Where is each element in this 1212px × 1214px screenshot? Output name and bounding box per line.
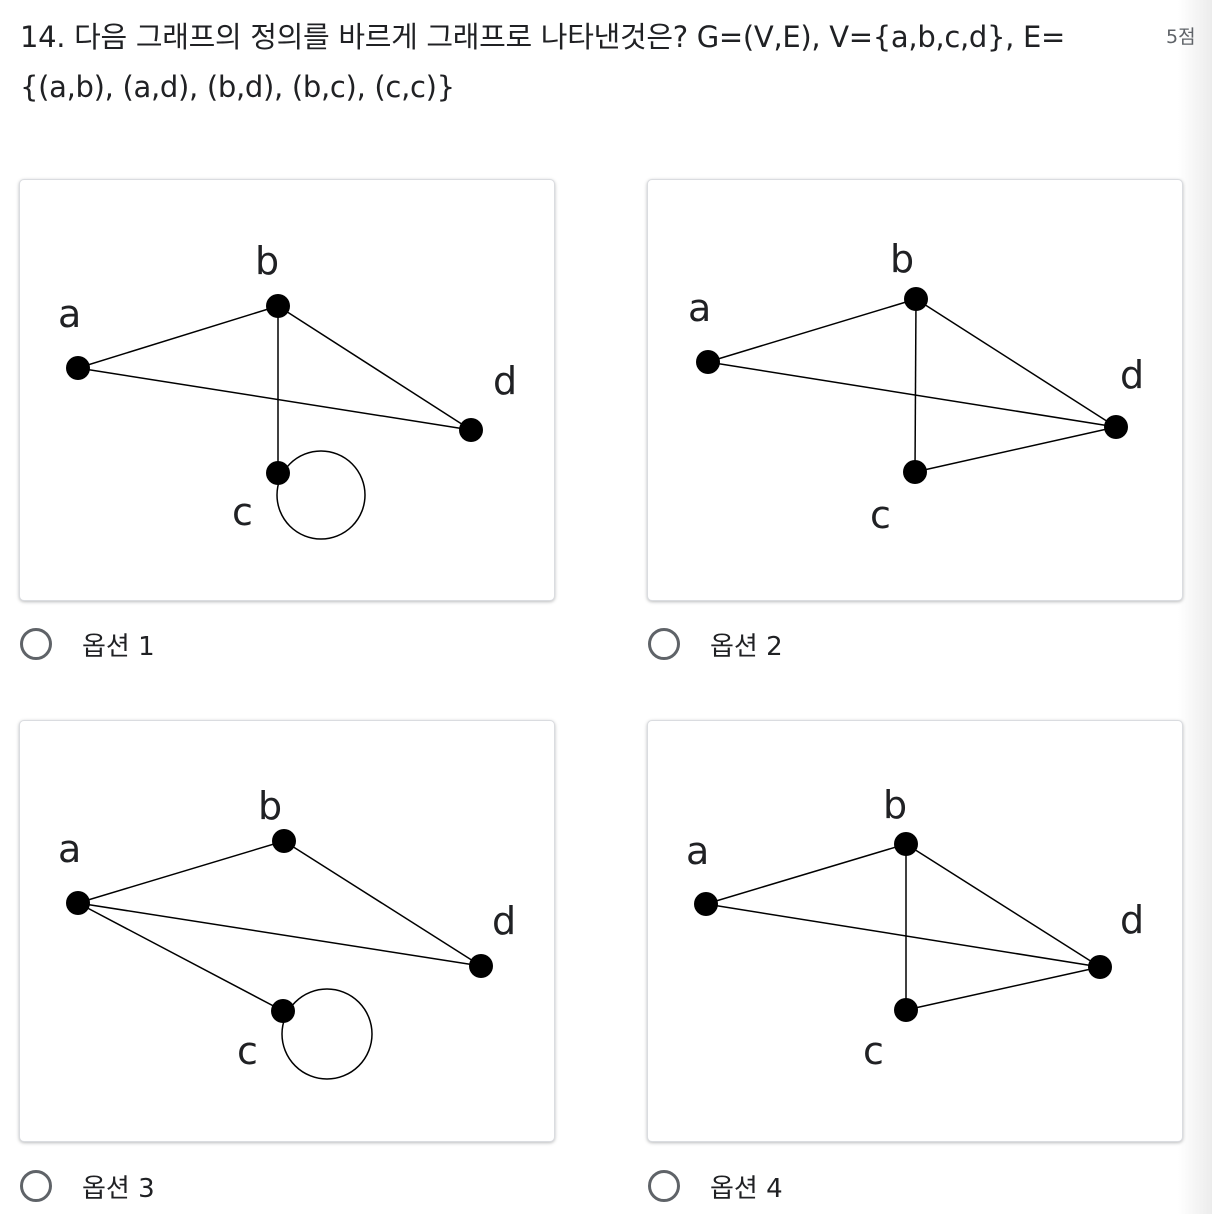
vertex-d — [459, 418, 483, 442]
option-3-label: 옵션 3 — [82, 1173, 155, 1204]
vertex-label-c: c — [232, 490, 253, 534]
vertex-b — [272, 829, 296, 853]
edge-a-d — [77, 902, 482, 967]
edge-c-c-loop — [281, 988, 373, 1080]
vertex-label-a: a — [58, 292, 81, 336]
edge-a-d — [77, 367, 472, 431]
option-1-choice[interactable]: 옵션 1 — [20, 622, 155, 666]
vertex-label-b: b — [255, 239, 279, 283]
option-4-graph: a b c d — [686, 783, 1144, 1073]
edge-a-d — [705, 903, 1101, 968]
option-1-graph: a b c d — [58, 239, 517, 540]
option-2-label: 옵션 2 — [710, 631, 783, 662]
vertex-label-d: d — [1120, 353, 1144, 397]
vertex-c — [894, 998, 918, 1022]
edge-c-d — [905, 966, 1101, 1011]
option-4-image-card[interactable]: a b c d — [647, 720, 1183, 1142]
option-3-graph: a b c d — [58, 784, 516, 1080]
edge-c-d — [914, 426, 1117, 473]
edge-b-d — [915, 298, 1117, 428]
vertex-a — [694, 892, 718, 916]
option-1-radio[interactable] — [20, 628, 52, 660]
vertex-c — [271, 999, 295, 1023]
option-2-image-card[interactable]: a b c d — [647, 179, 1183, 601]
question-title: 14. 다음 그래프의 정의를 바르게 그래프로 나타낸것은? G=(V,E),… — [20, 20, 1066, 104]
vertex-b — [894, 832, 918, 856]
vertex-c — [266, 461, 290, 485]
vertex-label-a: a — [688, 286, 711, 330]
edge-a-b — [77, 305, 279, 369]
edge-a-b — [77, 840, 285, 904]
edge-b-d — [283, 840, 482, 967]
option-2-choice[interactable]: 옵션 2 — [648, 622, 783, 666]
option-1-label: 옵션 1 — [82, 631, 155, 662]
vertex-d — [1088, 955, 1112, 979]
edge-b-c — [914, 298, 917, 473]
vertex-d — [469, 954, 493, 978]
edge-a-d — [707, 361, 1117, 428]
vertex-label-d: d — [493, 359, 517, 403]
option-2-graph: a b c d — [688, 237, 1144, 537]
question-points: 5점 — [1166, 26, 1196, 48]
edge-b-d — [277, 305, 472, 431]
edge-a-b — [705, 843, 907, 905]
vertex-label-d: d — [492, 899, 516, 943]
vertex-a — [66, 356, 90, 380]
edge-a-b — [707, 298, 917, 363]
vertex-a — [66, 891, 90, 915]
edge-c-c-loop — [276, 450, 366, 540]
vertex-label-b: b — [883, 783, 907, 827]
vertex-d — [1104, 415, 1128, 439]
vertex-label-d: d — [1120, 898, 1144, 942]
scroll-edge-shade — [1178, 0, 1212, 1214]
vertex-label-c: c — [870, 493, 891, 537]
vertex-label-b: b — [258, 784, 282, 828]
edge-a-c — [77, 902, 284, 1012]
vertex-label-a: a — [686, 829, 709, 873]
vertex-b — [266, 294, 290, 318]
option-4-choice[interactable]: 옵션 4 — [648, 1164, 783, 1208]
option-1-image-card[interactable]: a b c d — [19, 179, 555, 601]
vertex-label-c: c — [863, 1029, 884, 1073]
vertex-label-a: a — [58, 827, 81, 871]
vertex-label-b: b — [890, 237, 914, 281]
vertex-b — [904, 287, 928, 311]
option-3-radio[interactable] — [20, 1170, 52, 1202]
vertex-a — [696, 350, 720, 374]
edge-b-d — [905, 843, 1101, 968]
vertex-c — [903, 460, 927, 484]
vertex-label-c: c — [237, 1029, 258, 1073]
option-3-image-card[interactable]: a b c d — [19, 720, 555, 1142]
option-4-label: 옵션 4 — [710, 1173, 783, 1204]
option-3-choice[interactable]: 옵션 3 — [20, 1164, 155, 1208]
option-2-radio[interactable] — [648, 628, 680, 660]
option-4-radio[interactable] — [648, 1170, 680, 1202]
